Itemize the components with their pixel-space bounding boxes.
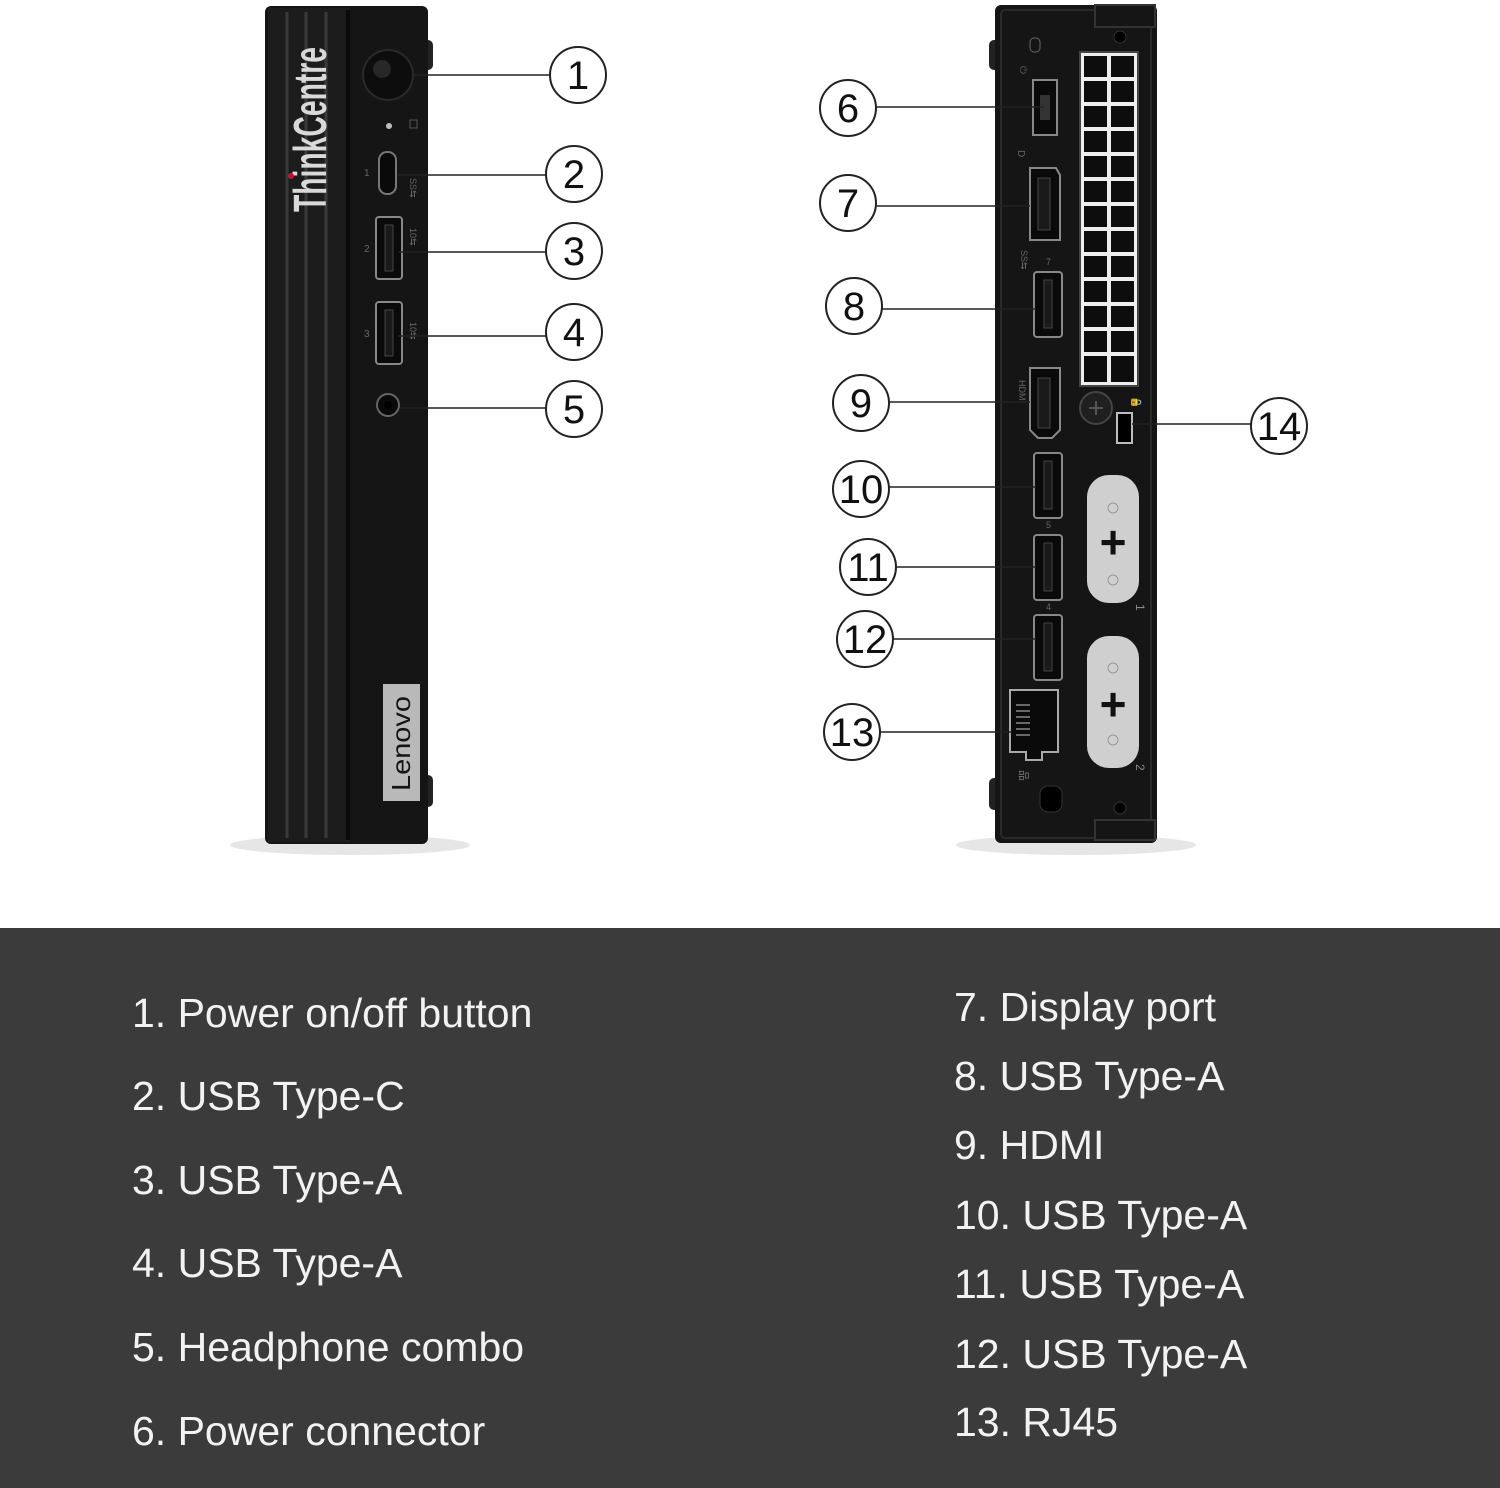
lenovo-logo: Lenovo (386, 696, 416, 791)
expansion-cover-2 (1087, 636, 1139, 768)
callout-7: 7 (819, 174, 877, 232)
expansion-cover-1 (1087, 475, 1139, 603)
svg-text:2: 2 (563, 153, 585, 197)
callout-10: 10 (832, 460, 890, 518)
legend-item-8: 8. USB Type-A (954, 1053, 1225, 1099)
callout-13: 13 (823, 703, 881, 761)
svg-text:6: 6 (837, 87, 859, 131)
legend-item-13: 13. RJ45 (954, 1399, 1119, 1445)
legend-item-6: 6. Power connector (132, 1408, 486, 1454)
svg-text:1: 1 (567, 54, 589, 98)
callout-14: 14 (1250, 397, 1308, 455)
svg-text:SS⇆: SS⇆ (1019, 250, 1029, 270)
svg-text:14: 14 (1257, 405, 1302, 449)
leader-lines (398, 74, 1251, 733)
svg-text:10: 10 (839, 468, 884, 512)
svg-text:🔒: 🔒 (1130, 396, 1142, 408)
svg-text:品: 品 (1017, 770, 1030, 781)
port-mark-3: 3 (364, 329, 370, 340)
svg-text:4: 4 (563, 311, 585, 355)
callout-12: 12 (836, 610, 894, 668)
svg-text:D: D (1015, 150, 1026, 157)
callout-4: 4 (545, 303, 603, 361)
port-legend: 1. Power on/off button 2. USB Type-C 3. … (0, 928, 1500, 1488)
lenovo-badge (383, 684, 420, 801)
legend-item-4: 4. USB Type-A (132, 1240, 403, 1286)
svg-text:7: 7 (837, 182, 859, 226)
legend-item-7: 7. Display port (954, 984, 1217, 1030)
callout-2: 2 (545, 145, 603, 203)
port-mark-7: 7 (1046, 257, 1051, 267)
rj45-port (1009, 689, 1059, 761)
callout-6: 6 (819, 79, 877, 137)
front-view: ThinkCentre SS⇆ 1 2 10⇆ 3 10⇆ Lenovo (230, 6, 470, 855)
port-mark-2: 2 (364, 244, 370, 255)
svg-text:3: 3 (563, 230, 585, 274)
logo-red-dot (288, 173, 294, 179)
power-led (386, 123, 392, 129)
svg-text:HDMI: HDMI (1017, 380, 1027, 403)
legend-item-9: 9. HDMI (954, 1122, 1105, 1168)
svg-text:13: 13 (830, 711, 875, 755)
legend-item-3: 3. USB Type-A (132, 1157, 403, 1203)
port-mark-5: 5 (1046, 520, 1051, 530)
callout-8: 8 (825, 277, 883, 335)
callout-5: 5 (545, 380, 603, 438)
svg-text:+: + (1100, 678, 1127, 730)
svg-text:10⇆: 10⇆ (408, 228, 418, 246)
legend-item-5: 5. Headphone combo (132, 1324, 525, 1370)
legend-item-12: 12. USB Type-A (954, 1331, 1248, 1377)
legend-item-1: 1. Power on/off button (132, 990, 533, 1036)
port-mark-4: 4 (1046, 602, 1051, 612)
port-mark-1: 1 (364, 168, 370, 179)
callout-3: 3 (545, 222, 603, 280)
rear-view: ⏻ D 7 SS⇆ HDMI 🔒 5 4 + 1 (956, 4, 1196, 855)
svg-text:+: + (1100, 516, 1127, 568)
legend-item-11: 11. USB Type-A (954, 1261, 1245, 1307)
svg-text:9: 9 (850, 382, 872, 426)
svg-text:11: 11 (847, 546, 889, 590)
legend-item-2: 2. USB Type-C (132, 1073, 405, 1119)
svg-text:10⇆: 10⇆ (408, 322, 418, 340)
callout-9: 9 (832, 374, 890, 432)
callout-1: 1 (549, 46, 607, 104)
port-mark-2-rear: 2 (1133, 764, 1147, 771)
usb-c-port (378, 151, 397, 195)
callout-11: 11 (839, 538, 897, 596)
port-mark-1-rear: 1 (1133, 604, 1147, 611)
svg-text:8: 8 (843, 285, 865, 329)
svg-text:12: 12 (843, 618, 888, 662)
thinkcentre-logo: ThinkCentre (284, 47, 336, 212)
legend-item-10: 10. USB Type-A (954, 1192, 1248, 1238)
device-illustration: ThinkCentre SS⇆ 1 2 10⇆ 3 10⇆ Lenovo (230, 4, 1308, 855)
svg-text:⏻: ⏻ (1017, 66, 1028, 74)
security-slot (1116, 412, 1133, 444)
svg-text:SS⇆: SS⇆ (408, 178, 418, 198)
svg-text:5: 5 (563, 388, 585, 432)
